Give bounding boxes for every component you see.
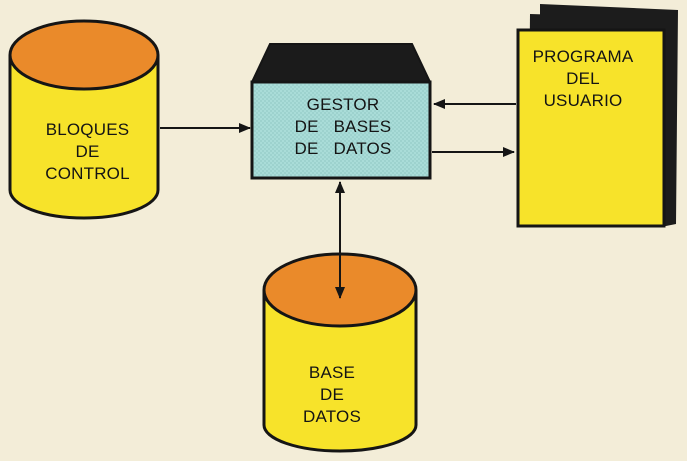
bloques-de-control-cylinder bbox=[8, 19, 160, 220]
programa-document bbox=[516, 4, 678, 228]
bloques-line-3: CONTROL bbox=[45, 164, 130, 183]
base-de-datos-label: BASE DE DATOS bbox=[262, 362, 402, 428]
programa-line-2: DEL bbox=[566, 69, 600, 88]
base-line-1: BASE bbox=[308, 363, 356, 382]
gestor-line-1: GESTOR bbox=[306, 95, 380, 114]
programa-line-1: PROGRAMA bbox=[532, 47, 634, 66]
gestor-line-2: DE BASES bbox=[294, 117, 392, 136]
base-line-3: DATOS bbox=[303, 407, 361, 426]
programa-line-3: USUARIO bbox=[543, 91, 623, 110]
bloques-de-control-label: BLOQUES DE CONTROL bbox=[20, 119, 155, 185]
gestor-line-3: DE DATOS bbox=[294, 139, 392, 158]
bloques-line-1: BLOQUES bbox=[45, 120, 130, 139]
base-line-2: DE bbox=[319, 385, 345, 404]
gestor-de-bases-de-datos-label: GESTOR DE BASES DE DATOS bbox=[258, 94, 428, 160]
bloques-line-2: DE bbox=[75, 142, 100, 161]
gestor-box bbox=[250, 43, 432, 180]
programa-del-usuario-label: PROGRAMA DEL USUARIO bbox=[518, 46, 648, 112]
